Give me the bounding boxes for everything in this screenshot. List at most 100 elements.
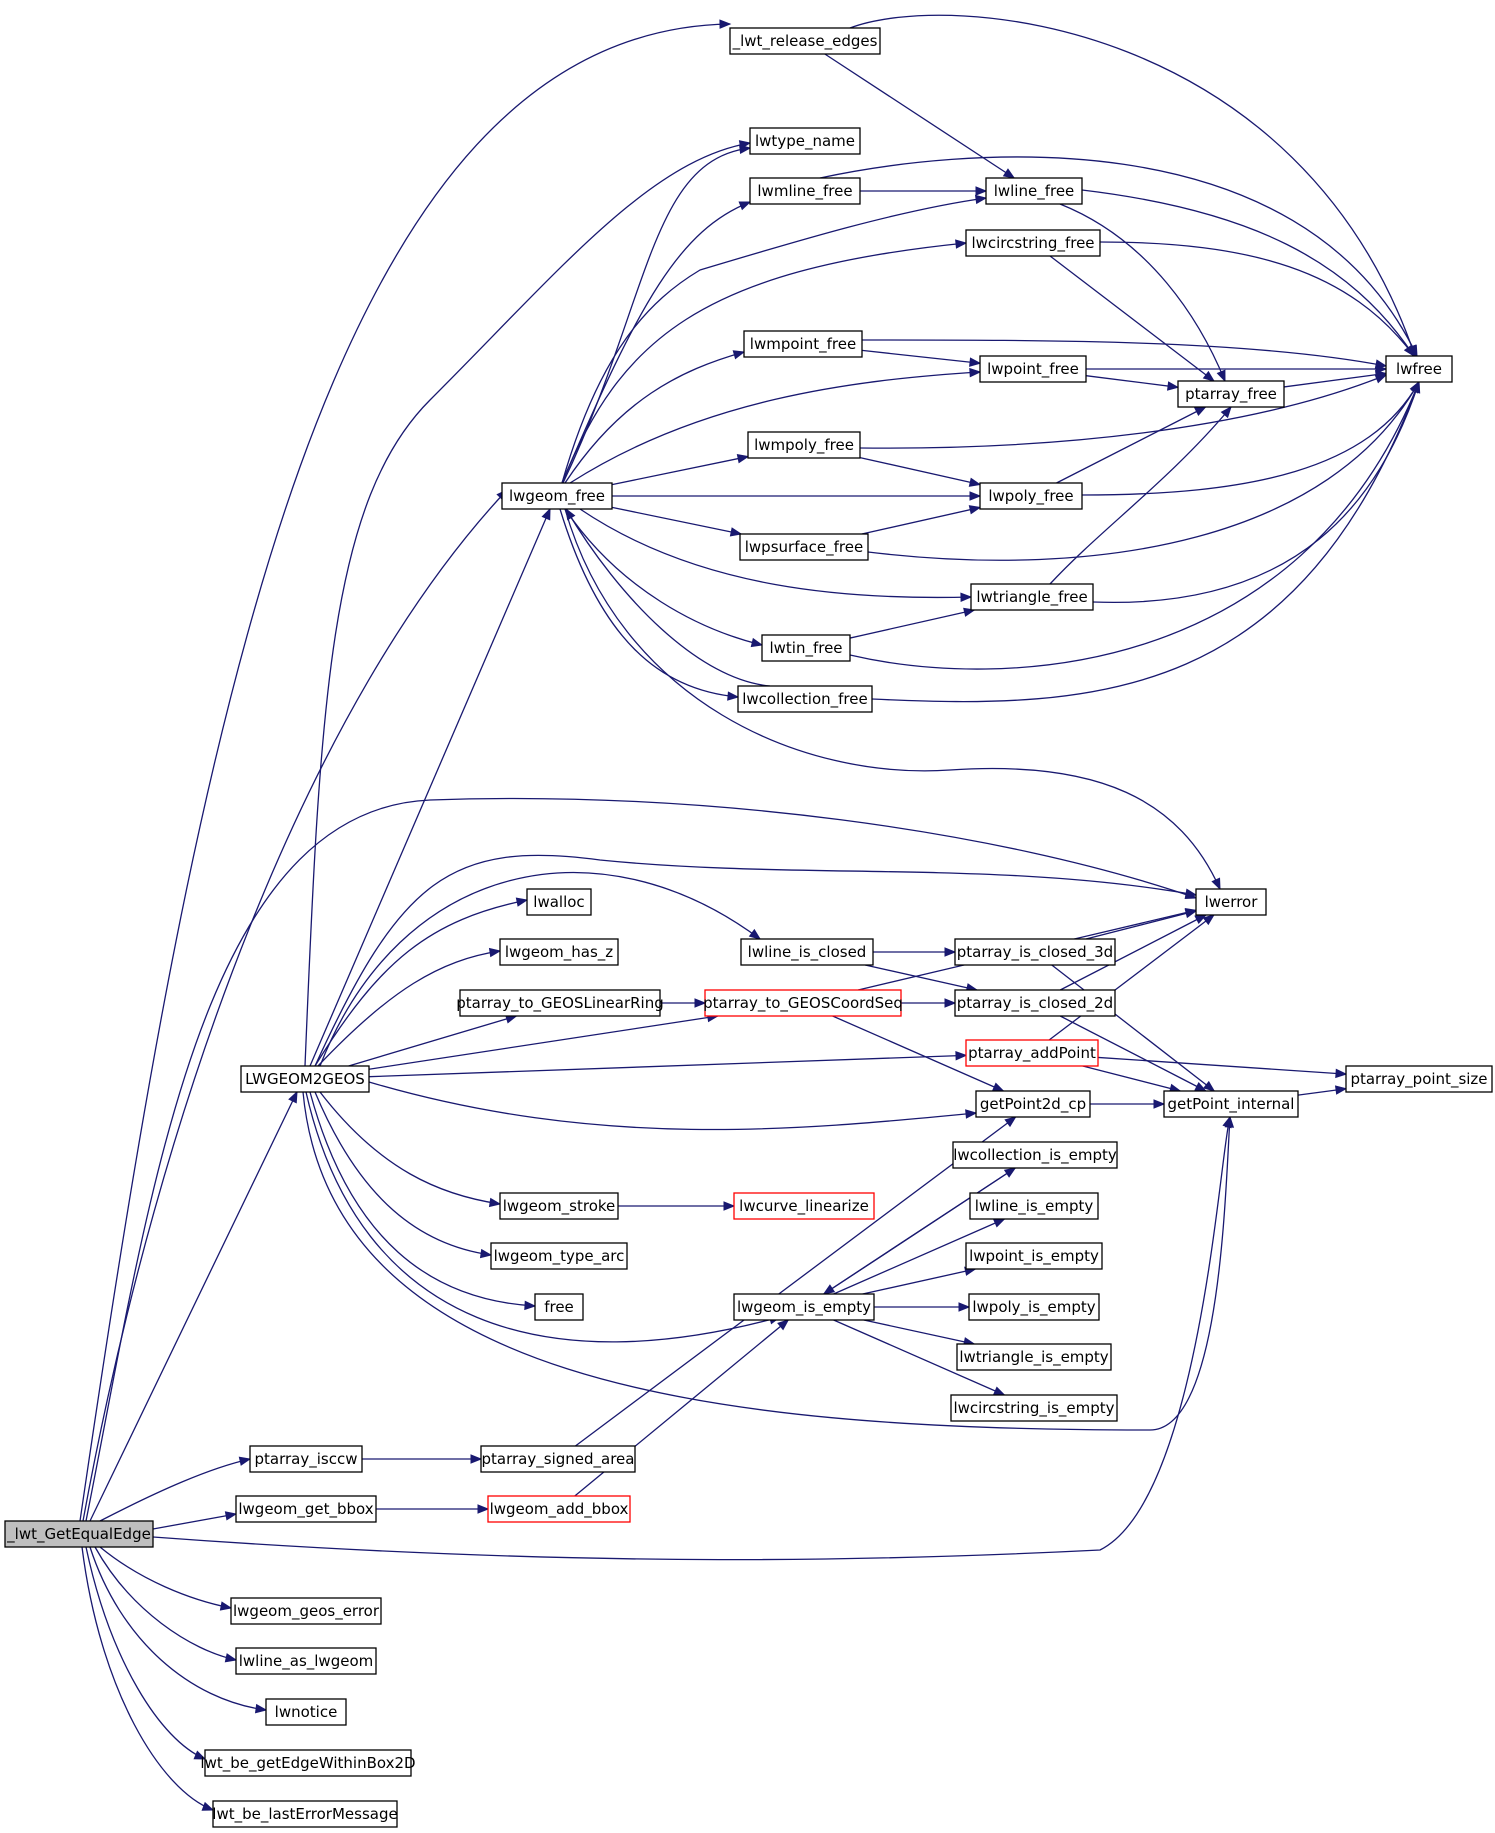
node-getpoint2d-cp[interactable]: getPoint2d_cp bbox=[975, 1090, 1091, 1118]
node-ptarray-to-geoslinearring[interactable]: ptarray_to_GEOSLinearRing bbox=[456, 989, 664, 1017]
node-label: lwfree bbox=[1396, 360, 1442, 378]
node-box bbox=[950, 1394, 1118, 1422]
edge-line bbox=[305, 1091, 781, 1343]
edge-getPoint_internal-to-ptarray_point_size bbox=[1297, 1085, 1348, 1096]
arrowhead-icon bbox=[488, 1197, 502, 1208]
node-lwline-as-lwgeom[interactable]: lwline_as_lwgeom bbox=[235, 1647, 377, 1675]
node-lwtriangle-is-empty[interactable]: lwtriangle_is_empty bbox=[956, 1343, 1112, 1371]
node-lwgeom-free[interactable]: lwgeom_free bbox=[501, 482, 613, 510]
arrowhead-icon bbox=[219, 1601, 233, 1611]
node-lwpoint-free[interactable]: lwpoint_free bbox=[979, 355, 1087, 383]
arrowhead-icon bbox=[822, 1284, 836, 1295]
node-lwgeom-type-arc[interactable]: lwgeom_type_arc bbox=[490, 1242, 628, 1270]
edge-lwline_free-to-ptarray_free bbox=[1059, 203, 1226, 383]
node-lwt-be-getedgewithinbox2d[interactable]: lwt_be_getEdgeWithinBox2D bbox=[200, 1749, 416, 1777]
node-box bbox=[954, 938, 1116, 966]
node-label: lwt_be_lastErrorMessage bbox=[212, 1805, 397, 1824]
edge-line bbox=[1085, 375, 1179, 388]
node-box bbox=[740, 938, 874, 966]
node-ptarray-to-geoscoordseq[interactable]: ptarray_to_GEOSCoordSeq bbox=[703, 989, 903, 1017]
node-lwmpoly-free[interactable]: lwmpoly_free bbox=[747, 431, 861, 459]
node-lwcircstring-is-empty[interactable]: lwcircstring_is_empty bbox=[950, 1394, 1118, 1422]
edge-line bbox=[1051, 964, 1215, 1092]
node-lwcurve-linearize[interactable]: lwcurve_linearize bbox=[733, 1192, 875, 1220]
node-getpoint-internal[interactable]: getPoint_internal bbox=[1163, 1090, 1299, 1118]
edge-LWGEOM2GEOS-to-free bbox=[309, 1091, 537, 1311]
edge-line bbox=[1085, 910, 1197, 940]
node-lwgeom-geos-error[interactable]: lwgeom_geos_error bbox=[230, 1597, 382, 1625]
node-lwerror[interactable]: lwerror bbox=[1195, 888, 1267, 916]
edge-lwgeom_free-to-lwmline_free bbox=[561, 201, 752, 484]
edge-line bbox=[561, 242, 967, 484]
edge-line bbox=[859, 374, 1387, 449]
node-ptarray-isccw[interactable]: ptarray_isccw bbox=[249, 1445, 363, 1473]
edges-layer bbox=[79, 14, 1421, 1811]
node-lwtype-name[interactable]: lwtype_name bbox=[749, 127, 861, 155]
arrowhead-icon bbox=[965, 1109, 978, 1119]
arrowhead-icon bbox=[1216, 369, 1226, 383]
node-lwpsurface-free[interactable]: lwpsurface_free bbox=[739, 533, 869, 561]
edge-line bbox=[564, 508, 1221, 890]
edge-lwcircstring_free-to-ptarray_free bbox=[1049, 255, 1216, 382]
node-box bbox=[965, 1039, 1099, 1067]
node-lwt-be-lasterrormessage[interactable]: lwt_be_lastErrorMessage bbox=[212, 1800, 398, 1828]
node-free[interactable]: free bbox=[534, 1293, 584, 1321]
node-lwline-is-empty[interactable]: lwline_is_empty bbox=[969, 1192, 1099, 1220]
node-lwgeom-stroke[interactable]: lwgeom_stroke bbox=[499, 1192, 619, 1220]
edge-line bbox=[1059, 203, 1226, 382]
edge-lwt_GetEqualEdge-to-lwt_be_lastErrorMessage bbox=[81, 1546, 215, 1811]
edge-lwt_GetEqualEdge-to-lwt_be_getEdgeWithinBox2D bbox=[85, 1546, 207, 1760]
node-lwalloc[interactable]: lwalloc bbox=[526, 888, 592, 916]
node-ptarray-is-closed-2d[interactable]: ptarray_is_closed_2d bbox=[954, 989, 1116, 1017]
node-box bbox=[956, 1343, 1112, 1371]
node-lwnotice[interactable]: lwnotice bbox=[265, 1698, 347, 1726]
node-label: ptarray_free bbox=[1185, 385, 1277, 404]
node-label: lwpoint_is_empty bbox=[969, 1247, 1099, 1266]
edge-line bbox=[559, 508, 739, 698]
node-lwmline-free[interactable]: lwmline_free bbox=[749, 177, 861, 205]
node-ptarray-signed-area[interactable]: ptarray_signed_area bbox=[480, 1445, 636, 1473]
edge-ptarray_is_closed_2d-to-getPoint_internal bbox=[1059, 1015, 1207, 1092]
edge-lwpoint_free-to-ptarray_free bbox=[1085, 375, 1180, 391]
node-lwcircstring-free[interactable]: lwcircstring_free bbox=[965, 229, 1101, 257]
node-lwpoly-free[interactable]: lwpoly_free bbox=[979, 482, 1083, 510]
node-lwgeom-is-empty[interactable]: lwgeom_is_empty bbox=[733, 1293, 875, 1321]
node-lwmpoint-free[interactable]: lwmpoint_free bbox=[743, 330, 863, 358]
node-lwgeom-has-z[interactable]: lwgeom_has_z bbox=[499, 938, 619, 966]
arrowhead-icon bbox=[1410, 380, 1420, 394]
node-box bbox=[704, 989, 902, 1017]
node-lwtin-free[interactable]: lwtin_free bbox=[761, 634, 851, 662]
node-ptarray-addpoint[interactable]: ptarray_addPoint bbox=[965, 1039, 1099, 1067]
node-ptarray-free[interactable]: ptarray_free bbox=[1177, 380, 1285, 408]
node-lwgeom2geos[interactable]: LWGEOM2GEOS bbox=[240, 1065, 370, 1093]
edge-lwgeom_free-to-lwline_free bbox=[561, 194, 988, 484]
edge-line bbox=[861, 506, 981, 535]
node-lwfree[interactable]: lwfree bbox=[1385, 355, 1453, 383]
arrowhead-icon bbox=[750, 637, 764, 648]
node-box bbox=[954, 989, 1116, 1017]
node-lwcollection-is-empty[interactable]: lwcollection_is_empty bbox=[952, 1141, 1118, 1169]
arrowhead-icon bbox=[944, 998, 957, 1008]
node-lwtriangle-free[interactable]: lwtriangle_free bbox=[970, 583, 1094, 611]
node-lwpoly-is-empty[interactable]: lwpoly_is_empty bbox=[968, 1293, 1100, 1321]
edge-line bbox=[575, 1116, 1016, 1447]
edge-ptarray_to_GEOSCoordSeq-to-ptarray_is_closed_2d bbox=[901, 998, 957, 1008]
edge-line bbox=[309, 508, 551, 1067]
node-box bbox=[265, 1698, 347, 1726]
node-lwt-release-edges[interactable]: _lwt_release_edges bbox=[729, 27, 881, 55]
edge-line bbox=[1049, 255, 1215, 382]
arrowhead-icon bbox=[974, 194, 988, 205]
node-lwpoint-is-empty[interactable]: lwpoint_is_empty bbox=[965, 1242, 1103, 1270]
node-lwline-is-closed[interactable]: lwline_is_closed bbox=[740, 938, 874, 966]
node-lwt-getequaledge[interactable]: _lwt_GetEqualEdge bbox=[4, 1520, 154, 1548]
node-box bbox=[480, 1445, 636, 1473]
edge-line bbox=[871, 381, 1420, 703]
edge-lwmline_free-to-lwfree bbox=[819, 156, 1418, 358]
node-ptarray-is-closed-3d[interactable]: ptarray_is_closed_3d bbox=[954, 938, 1116, 966]
node-lwcollection-free[interactable]: lwcollection_free bbox=[737, 685, 873, 713]
node-lwgeom-get-bbox[interactable]: lwgeom_get_bbox bbox=[235, 1495, 377, 1523]
node-lwline-free[interactable]: lwline_free bbox=[985, 177, 1083, 205]
node-ptarray-point-size[interactable]: ptarray_point_size bbox=[1345, 1065, 1493, 1093]
node-lwgeom-add-bbox[interactable]: lwgeom_add_bbox bbox=[487, 1495, 631, 1523]
